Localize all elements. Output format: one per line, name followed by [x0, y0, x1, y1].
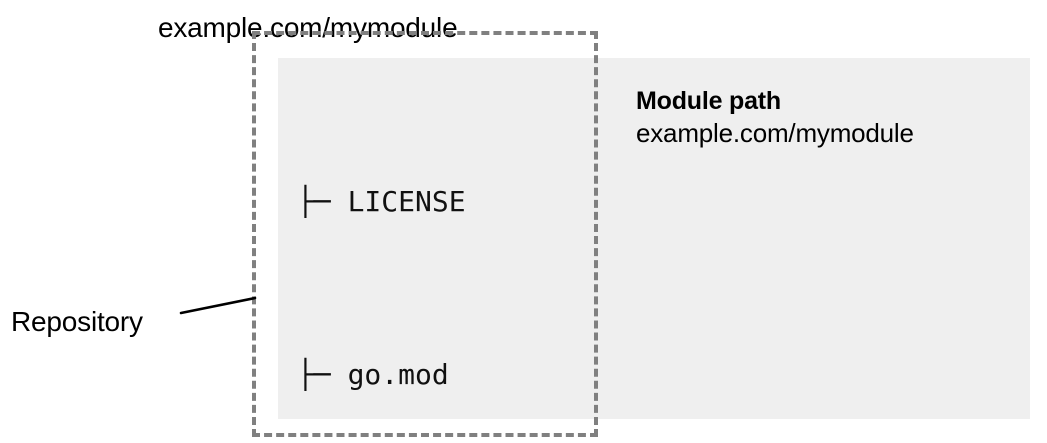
annotation-value: example.com/mymodule [636, 118, 914, 148]
file-tree: ├─ LICENSE ├─ go.mod ├─ go.sum └─ packag… [297, 58, 550, 443]
module-panel [278, 58, 1030, 419]
repository-label: Repository [11, 306, 143, 337]
tree-row: ├─ go.mod [297, 357, 449, 391]
annotation-title: Module path [636, 87, 782, 115]
repository-leader-line [179, 296, 257, 315]
module-path-annotation: Module path example.com/mymodule [636, 86, 1016, 149]
module-title: example.com/mymodule [158, 12, 458, 43]
tree-row: ├─ LICENSE [297, 185, 466, 218]
